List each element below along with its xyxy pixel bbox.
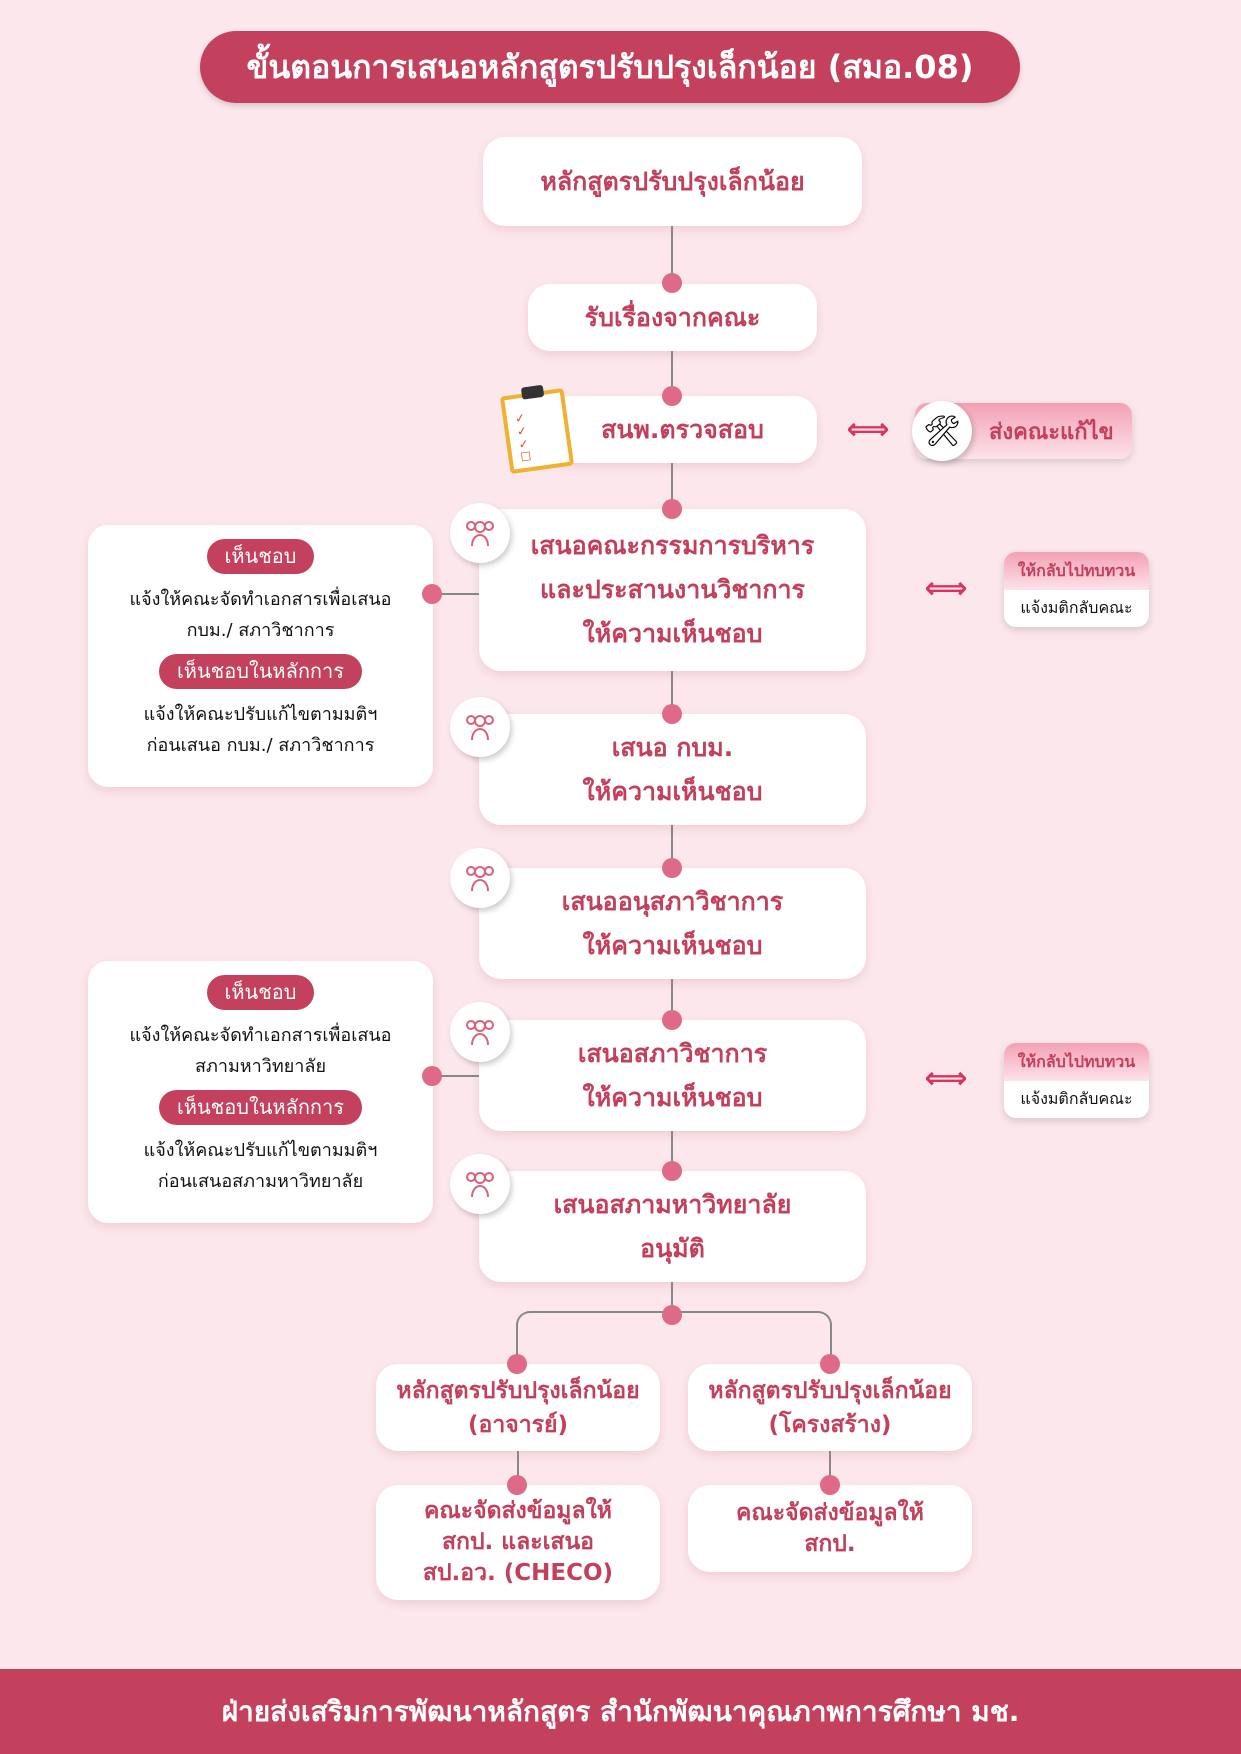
step-label: ให้ความเห็นชอบ — [582, 619, 763, 648]
step-label: สนพ.ตรวจสอบ — [601, 414, 764, 444]
bidirectional-arrow-icon: ⟺ — [924, 1061, 968, 1096]
connector — [432, 593, 482, 595]
review-title: ให้กลับไปทบทวน — [1004, 1043, 1149, 1081]
bidirectional-arrow-icon: ⟺ — [846, 412, 890, 447]
branch-instructor-submit: คณะจัดส่งข้อมูลให้สกป. และเสนอสป.อว. (CH… — [376, 1485, 660, 1600]
step-label: ให้ความเห็นชอบ — [582, 776, 763, 806]
connector-dot — [662, 499, 682, 519]
review-box-1: ให้กลับไปทบทวนแจ้งมติกลับคณะ — [1004, 552, 1149, 627]
approve-badge: เห็นชอบ — [206, 539, 315, 574]
connector-dot — [422, 584, 442, 604]
connector-dot — [820, 1475, 840, 1495]
connector-dot — [422, 1066, 442, 1086]
people-icon — [450, 1154, 510, 1214]
step-minor-revision: หลักสูตรปรับปรุงเล็กน้อย — [483, 137, 862, 226]
outcome-box-2: เห็นชอบ แจ้งให้คณะจัดทำเอกสารเพื่อเสนอสภ… — [88, 961, 433, 1223]
people-icon — [450, 503, 510, 563]
step-label: คณะจัดส่งข้อมูลให้ — [424, 1498, 612, 1524]
step-label: เสนอ กบม. — [611, 732, 734, 762]
step-academic-council: เสนอสภาวิชาการให้ความเห็นชอบ — [479, 1020, 866, 1131]
step-receive: รับเรื่องจากคณะ — [528, 284, 817, 351]
review-title: ให้กลับไปทบทวน — [1004, 552, 1149, 590]
step-label: หลักสูตรปรับปรุงเล็กน้อย — [396, 1377, 640, 1404]
connector-dot — [662, 858, 682, 878]
step-label: สกป. และเสนอ — [441, 1529, 594, 1555]
outcome-text: แจ้งให้คณะปรับแก้ไขตามมติฯ — [143, 1140, 378, 1161]
review-body: แจ้งมติกลับคณะ — [1020, 1089, 1133, 1108]
clipboard-icon: ✓✓✓☐ — [499, 384, 575, 475]
outcome-text: ก่อนเสนอ กบม./ สภาวิชาการ — [146, 735, 375, 756]
principle-badge: เห็นชอบในหลักการ — [158, 654, 363, 689]
step-label: (โครงสร้าง) — [768, 1411, 892, 1438]
step-label: (อาจารย์) — [468, 1411, 568, 1438]
step-check: สนพ.ตรวจสอบ — [548, 396, 817, 463]
send-back-label: ส่งคณะแก้ไข — [989, 419, 1114, 445]
step-label: ให้ความเห็นชอบ — [582, 930, 763, 960]
step-sub-academic-council: เสนออนุสภาวิชาการให้ความเห็นชอบ — [479, 868, 866, 979]
principle-badge: เห็นชอบในหลักการ — [158, 1090, 363, 1125]
people-icon — [450, 1002, 510, 1062]
branch-structure-submit: คณะจัดส่งข้อมูลให้สกป. — [688, 1485, 972, 1572]
outcome-text: แจ้งให้คณะจัดทำเอกสารเพื่อเสนอ — [129, 1025, 392, 1046]
step-label: รับเรื่องจากคณะ — [584, 302, 761, 332]
outcome-text: แจ้งให้คณะจัดทำเอกสารเพื่อเสนอ — [129, 589, 392, 610]
step-label: หลักสูตรปรับปรุงเล็กน้อย — [708, 1377, 952, 1404]
step-label: เสนอสภามหาวิทยาลัย — [553, 1189, 792, 1219]
connector-dot — [662, 1161, 682, 1181]
connector — [432, 1075, 482, 1077]
step-label: เสนอสภาวิชาการ — [577, 1038, 768, 1068]
step-kbm: เสนอ กบม. ให้ความเห็นชอบ — [479, 714, 866, 825]
connector — [829, 1450, 831, 1486]
step-label: คณะจัดส่งข้อมูลให้ — [736, 1499, 924, 1526]
step-label: หลักสูตรปรับปรุงเล็กน้อย — [540, 166, 805, 196]
connector — [517, 1450, 519, 1486]
tools-icon: 🛠 — [912, 401, 972, 461]
step-label: สกป. — [804, 1530, 856, 1557]
outcome-text: แจ้งให้คณะปรับแก้ไขตามมติฯ — [143, 704, 378, 725]
outcome-box-1: เห็นชอบ แจ้งให้คณะจัดทำเอกสารเพื่อเสนอกบ… — [88, 525, 433, 787]
review-box-2: ให้กลับไปทบทวนแจ้งมติกลับคณะ — [1004, 1043, 1149, 1118]
connector-dot — [662, 1010, 682, 1030]
outcome-text: สภามหาวิทยาลัย — [194, 1056, 326, 1077]
step-label: และประสานงานวิชาการ — [540, 575, 805, 604]
outcome-text: ก่อนเสนอสภามหาวิทยาลัย — [157, 1171, 364, 1192]
step-exec-committee: เสนอคณะกรรมการบริหารและประสานงานวิชาการใ… — [479, 509, 866, 671]
review-body: แจ้งมติกลับคณะ — [1020, 598, 1133, 617]
footer: ฝ่ายส่งเสริมการพัฒนาหลักสูตร สำนักพัฒนาค… — [0, 1669, 1241, 1754]
step-label: เสนออนุสภาวิชาการ — [561, 886, 784, 916]
branch-instructor: หลักสูตรปรับปรุงเล็กน้อย (อาจารย์) — [376, 1364, 660, 1451]
connector-dot — [820, 1354, 840, 1374]
people-icon — [450, 848, 510, 908]
step-label: สป.อว. (CHECO) — [422, 1560, 614, 1586]
connector-dot — [662, 1305, 682, 1325]
bidirectional-arrow-icon: ⟺ — [924, 571, 968, 606]
people-icon — [450, 697, 510, 757]
step-label: ให้ความเห็นชอบ — [582, 1082, 763, 1112]
connector-dot — [507, 1475, 527, 1495]
connector-dot — [662, 704, 682, 724]
step-university-council: เสนอสภามหาวิทยาลัยอนุมัติ — [479, 1171, 866, 1282]
outcome-text: กบม./ สภาวิชาการ — [186, 620, 335, 641]
connector-dot — [662, 273, 682, 293]
approve-badge: เห็นชอบ — [206, 975, 315, 1010]
branch-structure: หลักสูตรปรับปรุงเล็กน้อย (โครงสร้าง) — [688, 1364, 972, 1451]
step-label: เสนอคณะกรรมการบริหาร — [530, 531, 815, 560]
page-title: ขั้นตอนการเสนอหลักสูตรปรับปรุงเล็กน้อย (… — [200, 31, 1020, 103]
connector-dot — [507, 1354, 527, 1374]
connector-dot — [662, 386, 682, 406]
step-label: อนุมัติ — [640, 1233, 705, 1263]
